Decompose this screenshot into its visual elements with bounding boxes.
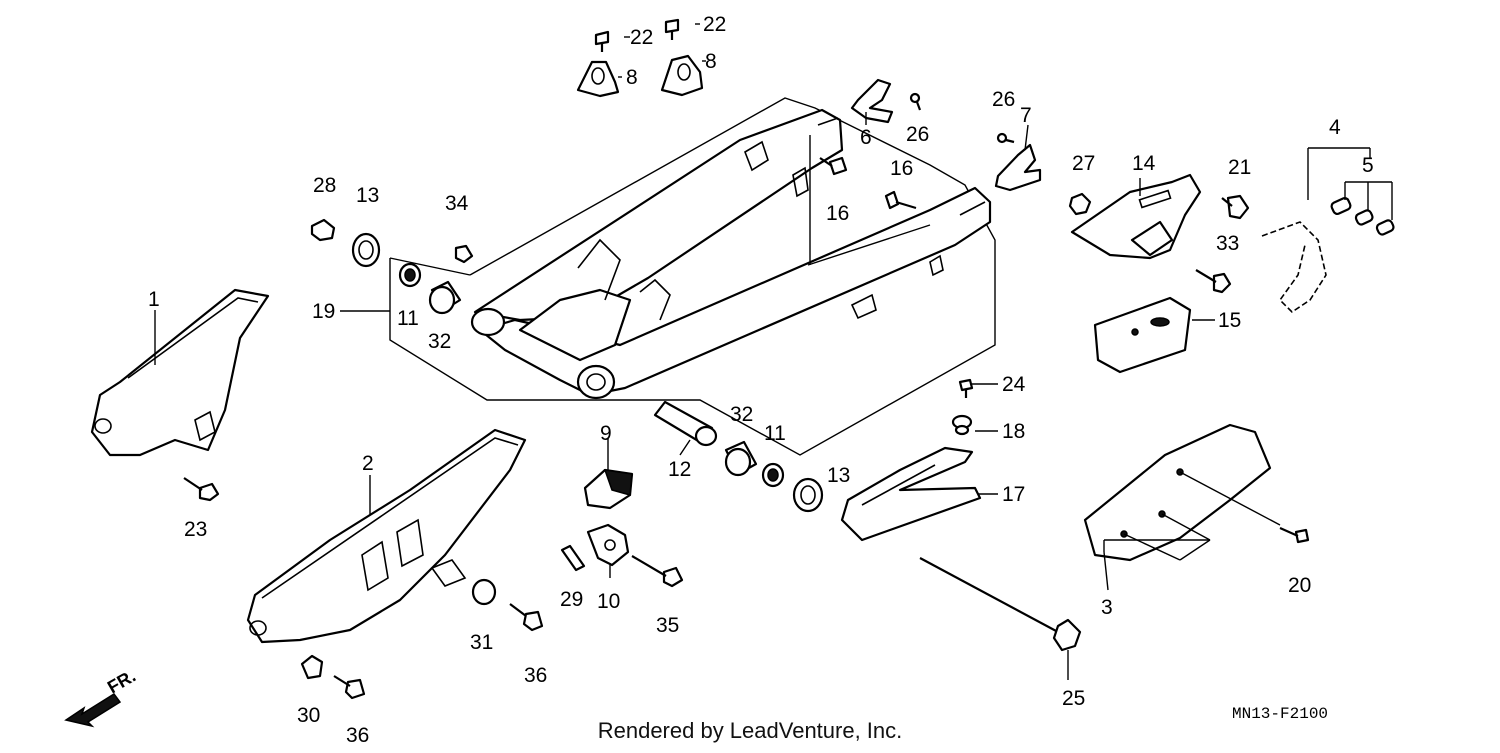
thrust-washer-part-13-lower bbox=[792, 477, 824, 513]
callout-7: 7 bbox=[1020, 104, 1032, 127]
pivot-collar-part-12 bbox=[653, 400, 718, 447]
callout-31: 31 bbox=[470, 631, 493, 654]
callout-2: 2 bbox=[362, 452, 374, 475]
swingarm bbox=[470, 108, 992, 400]
slider-pad-part-15 bbox=[1093, 296, 1192, 374]
callout-30: 30 bbox=[297, 704, 320, 727]
dust-seal-part-11-lower bbox=[761, 462, 785, 488]
callout-8-left: 8 bbox=[626, 66, 638, 89]
chain-slider-part-17 bbox=[840, 446, 982, 542]
bracket-part-10 bbox=[586, 523, 630, 567]
chain-case-part-1 bbox=[90, 288, 270, 457]
callout-14: 14 bbox=[1132, 152, 1156, 175]
callout-26-left: 26 bbox=[906, 123, 929, 146]
callout-29: 29 bbox=[560, 588, 583, 611]
callout-34: 34 bbox=[445, 192, 469, 215]
callout-19: 19 bbox=[312, 300, 335, 323]
reference-code: MN13-F2100 bbox=[1232, 705, 1329, 723]
callout-32-upper: 32 bbox=[428, 330, 451, 353]
clamp-part-8-left bbox=[576, 60, 620, 98]
callout-16-left: 16 bbox=[826, 202, 849, 225]
callout-13-lower: 13 bbox=[827, 464, 850, 487]
callout-35: 35 bbox=[656, 614, 679, 637]
callout-12: 12 bbox=[668, 458, 691, 481]
clamp-part-8-right bbox=[660, 54, 704, 97]
callout-16-right: 16 bbox=[890, 157, 913, 180]
assembly-boundary bbox=[389, 97, 996, 456]
callout-36-upper: 36 bbox=[524, 664, 547, 687]
chain-guide-part-14 bbox=[1070, 173, 1202, 260]
callout-22-right: 22 bbox=[703, 13, 726, 36]
callout-4: 4 bbox=[1329, 116, 1341, 139]
callout-13-upper: 13 bbox=[356, 184, 379, 207]
slider-part-9 bbox=[583, 468, 634, 510]
callout-9: 9 bbox=[600, 422, 612, 445]
pivot-bolt-part-25 bbox=[919, 557, 1082, 652]
drive-chain-part-4 bbox=[1261, 221, 1327, 314]
render-credit: Rendered by LeadVenture, Inc. bbox=[597, 718, 903, 743]
callout-26-right: 26 bbox=[992, 88, 1015, 111]
dust-seal-part-11-upper bbox=[398, 262, 422, 288]
leader-lines bbox=[154, 23, 1393, 680]
callout-11-lower: 11 bbox=[764, 422, 786, 445]
callout-33: 33 bbox=[1216, 232, 1239, 255]
callout-labels: 1 2 3 4 5 6 7 8 8 9 10 11 11 12 13 13 14… bbox=[148, 13, 1374, 747]
callout-24: 24 bbox=[1002, 373, 1026, 396]
callout-6: 6 bbox=[860, 126, 872, 149]
callout-3: 3 bbox=[1101, 596, 1113, 619]
bracket-part-6 bbox=[850, 78, 894, 124]
callout-32-lower: 32 bbox=[730, 403, 753, 426]
callout-10: 10 bbox=[597, 590, 620, 613]
callout-11-upper: 11 bbox=[397, 307, 419, 330]
callout-18: 18 bbox=[1002, 420, 1025, 443]
bracket-part-7 bbox=[994, 143, 1042, 192]
callout-5: 5 bbox=[1362, 154, 1374, 177]
small-hardware bbox=[183, 18, 1310, 700]
callout-28: 28 bbox=[313, 174, 336, 197]
front-direction-arrow-icon: FR. bbox=[64, 668, 139, 728]
callout-21: 21 bbox=[1228, 156, 1251, 179]
callout-27: 27 bbox=[1072, 152, 1095, 175]
direction-label: FR. bbox=[104, 668, 139, 697]
master-link-part-5 bbox=[1330, 196, 1395, 236]
callout-17: 17 bbox=[1002, 483, 1025, 506]
callout-20: 20 bbox=[1288, 574, 1311, 597]
callout-23: 23 bbox=[184, 518, 207, 541]
chain-guard-part-2 bbox=[246, 428, 527, 644]
callout-25: 25 bbox=[1062, 687, 1085, 710]
callout-36-lower: 36 bbox=[346, 724, 369, 747]
callout-1: 1 bbox=[148, 288, 160, 311]
thrust-washer-part-13-upper bbox=[351, 232, 381, 268]
callout-8-right: 8 bbox=[705, 50, 717, 73]
callout-15: 15 bbox=[1218, 309, 1241, 332]
callout-22-left: 22 bbox=[630, 26, 653, 49]
